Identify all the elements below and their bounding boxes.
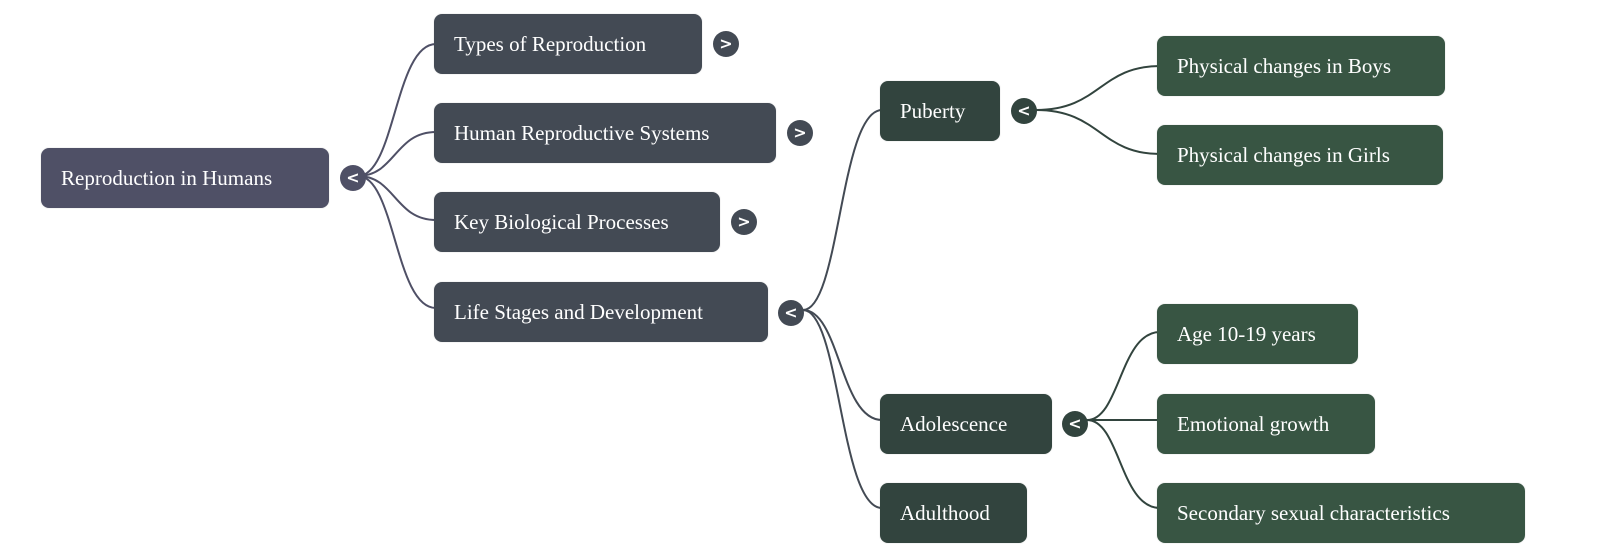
link-lifestages-adulthood (802, 309, 883, 509)
link-puberty-boys (1035, 65, 1161, 111)
link-puberty-girls (1035, 109, 1161, 155)
node-human-reproductive-systems[interactable]: Human Reproductive Systems (434, 103, 776, 163)
node-label: Key Biological Processes (454, 209, 669, 234)
link-lifestages-puberty (802, 109, 883, 311)
node-label: Age 10-19 years (1177, 321, 1316, 346)
node-label: Life Stages and Development (454, 299, 704, 324)
node-label: Adolescence (900, 411, 1008, 436)
link-adolescence-secondary (1086, 419, 1161, 509)
collapse-toggle-life-stages[interactable]: < (778, 300, 804, 326)
expand-toggle-key-biological-processes[interactable]: > (731, 209, 757, 235)
node-physical-changes-boys[interactable]: Physical changes in Boys (1157, 36, 1445, 96)
collapse-toggle-root[interactable]: < (340, 165, 366, 191)
node-adolescence[interactable]: Adolescence (880, 394, 1052, 454)
node-emotional-growth[interactable]: Emotional growth (1157, 394, 1375, 454)
node-types-of-reproduction[interactable]: Types of Reproduction (434, 14, 702, 74)
link-lifestages-adolescence (802, 309, 883, 421)
collapse-toggle-puberty[interactable]: < (1011, 98, 1037, 124)
link-root-types (357, 43, 437, 177)
link-root-systems (357, 131, 437, 177)
node-label: Emotional growth (1177, 411, 1330, 436)
link-adolescence-age (1086, 331, 1161, 421)
node-label: Physical changes in Girls (1177, 142, 1390, 167)
link-root-processes (357, 175, 437, 221)
node-label: Secondary sexual characteristics (1177, 500, 1450, 525)
node-label: Human Reproductive Systems (454, 120, 710, 145)
node-age-10-19[interactable]: Age 10-19 years (1157, 304, 1358, 364)
collapse-toggle-adolescence[interactable]: < (1062, 411, 1088, 437)
node-label: Physical changes in Boys (1177, 53, 1392, 78)
node-label: Puberty (900, 98, 966, 123)
node-life-stages-and-development[interactable]: Life Stages and Development (434, 282, 768, 342)
node-label: Types of Reproduction (454, 31, 647, 56)
node-adulthood[interactable]: Adulthood (880, 483, 1027, 543)
node-physical-changes-girls[interactable]: Physical changes in Girls (1157, 125, 1443, 185)
expand-toggle-types-of-reproduction[interactable]: > (713, 31, 739, 57)
node-root[interactable]: Reproduction in Humans (41, 148, 329, 208)
node-puberty[interactable]: Puberty (880, 81, 1000, 141)
expand-toggle-human-reproductive-systems[interactable]: > (787, 120, 813, 146)
node-secondary-sexual-characteristics[interactable]: Secondary sexual characteristics (1157, 483, 1525, 543)
node-label: Adulthood (900, 500, 990, 525)
node-label: Reproduction in Humans (61, 165, 273, 190)
node-key-biological-processes[interactable]: Key Biological Processes (434, 192, 720, 252)
link-root-lifestages (357, 175, 437, 309)
